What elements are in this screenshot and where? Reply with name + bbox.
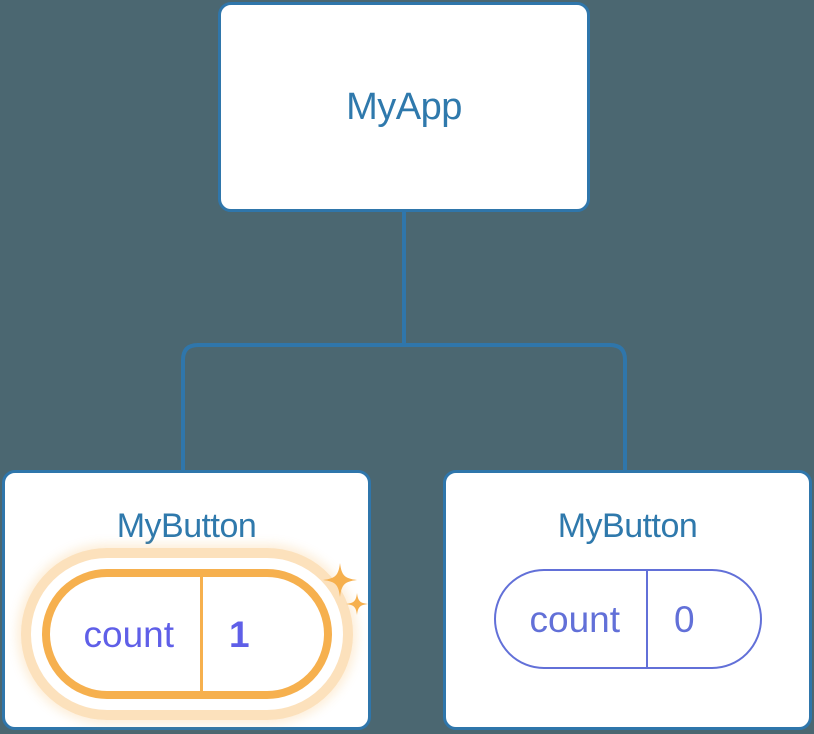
node-myapp-title: MyApp	[346, 86, 462, 128]
state-pill-left[interactable]: count 1	[41, 569, 332, 699]
node-mybutton-right[interactable]: MyButton count 0	[443, 470, 812, 730]
state-key-label-left: count	[83, 613, 175, 655]
sparkle-small-icon	[345, 593, 368, 615]
state-pill-wrapper-left: count 1	[20, 548, 368, 720]
state-pill-wrapper-right: count 0	[493, 569, 762, 669]
node-myapp[interactable]: MyApp	[218, 2, 590, 212]
node-mybutton-left[interactable]: MyButton count 1	[2, 470, 371, 730]
sparkle-large-icon	[322, 563, 357, 597]
state-pill-divider-left	[200, 577, 204, 691]
node-mybutton-left-title: MyButton	[116, 507, 257, 545]
state-value-label-right: 0	[674, 598, 695, 640]
state-value-label-left: 1	[229, 613, 250, 655]
state-pill-right[interactable]: count 0	[493, 569, 762, 669]
state-key-label-right: count	[529, 598, 621, 640]
node-mybutton-right-title: MyButton	[557, 507, 698, 545]
connector-branch-left	[181, 343, 404, 472]
connector-branch-right	[404, 343, 627, 472]
state-pill-divider-right	[646, 571, 649, 667]
